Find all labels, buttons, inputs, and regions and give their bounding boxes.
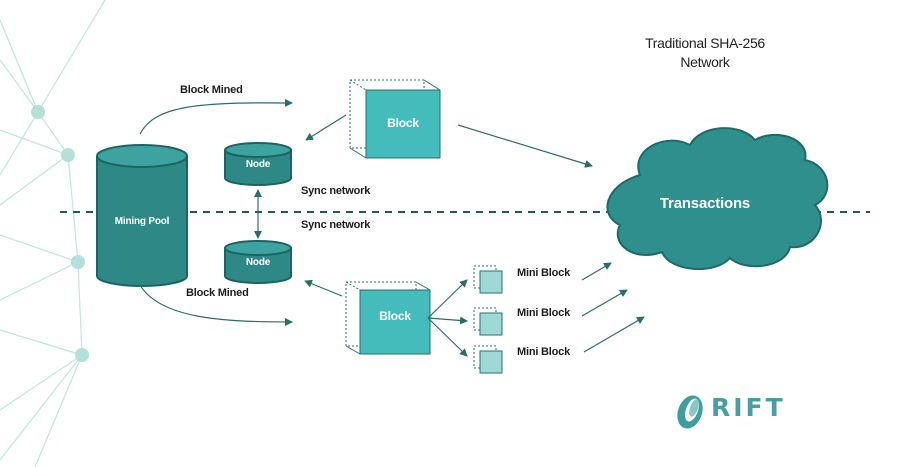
block-top-cube	[349, 79, 441, 159]
title-line-2: Network	[680, 54, 730, 70]
mining-pool-cylinder	[96, 144, 188, 287]
node-bottom-label: Node	[245, 257, 271, 268]
sync-network-bottom-label: Sync network	[301, 219, 371, 231]
mini-block-1-label: Mini Block	[517, 267, 571, 279]
transactions-cloud	[606, 127, 829, 270]
block-mined-top-label: Block Mined	[180, 84, 243, 96]
rift-logo-icon	[677, 395, 703, 429]
mini-block-3-cube	[473, 345, 503, 374]
block-top-label: Block	[387, 116, 419, 130]
decorative-nodes	[31, 105, 89, 362]
sync-network-top-label: Sync network	[301, 185, 371, 197]
node-top-cylinder	[224, 142, 292, 186]
block-bottom-label: Block	[379, 309, 411, 323]
node-top-label: Node	[245, 159, 271, 170]
block-mined-bottom-label: Block Mined	[186, 287, 249, 299]
node-bottom-cylinder	[224, 240, 292, 284]
mining-pool-label: Mining Pool	[114, 216, 170, 227]
flow-arrows	[139, 98, 645, 357]
rift-logo-text: RIFT	[711, 393, 786, 422]
block-bottom-cube	[345, 281, 431, 355]
mini-block-2-cube	[473, 307, 503, 336]
mini-block-1-cube	[473, 265, 503, 294]
network-title: Traditional SHA-256 Network	[630, 34, 780, 72]
mini-block-3-label: Mini Block	[517, 346, 571, 358]
transactions-label: Transactions	[659, 195, 751, 212]
mini-block-2-label: Mini Block	[517, 307, 571, 319]
decorative-network-graphic	[0, 0, 106, 467]
title-line-1: Traditional SHA-256	[645, 35, 765, 51]
